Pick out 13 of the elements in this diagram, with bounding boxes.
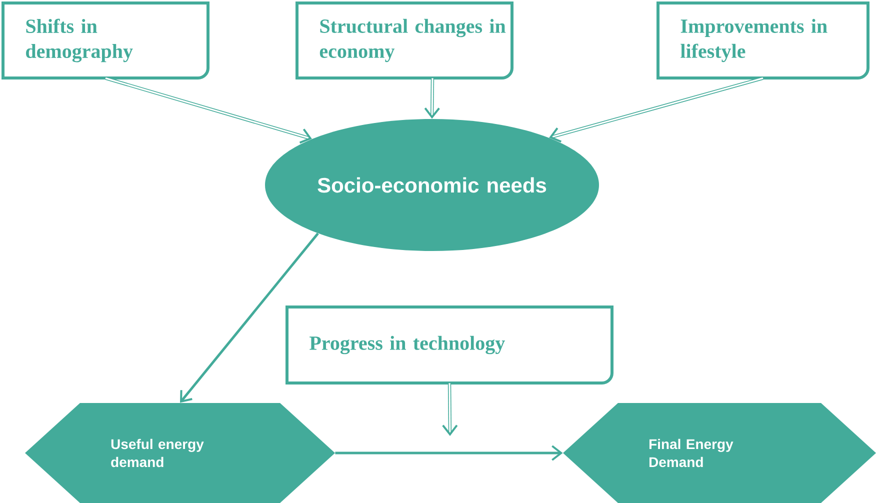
hexagon-node: Useful energy demand bbox=[25, 403, 335, 503]
arrow bbox=[424, 78, 440, 119]
text-box: Improvements in lifestyle bbox=[656, 2, 870, 80]
arrow bbox=[335, 445, 563, 461]
arrow bbox=[442, 383, 458, 436]
arrow bbox=[549, 76, 764, 143]
ellipse-node: Socio-economic needs bbox=[265, 119, 599, 251]
text-box: Structural changes in economy bbox=[296, 2, 514, 80]
text-box: Shifts in demography bbox=[2, 2, 210, 80]
arrow bbox=[180, 232, 319, 403]
arrow bbox=[105, 76, 312, 144]
hexagon-node: Final Energy Demand bbox=[563, 403, 876, 503]
text-box: Progress in technology bbox=[286, 306, 614, 384]
